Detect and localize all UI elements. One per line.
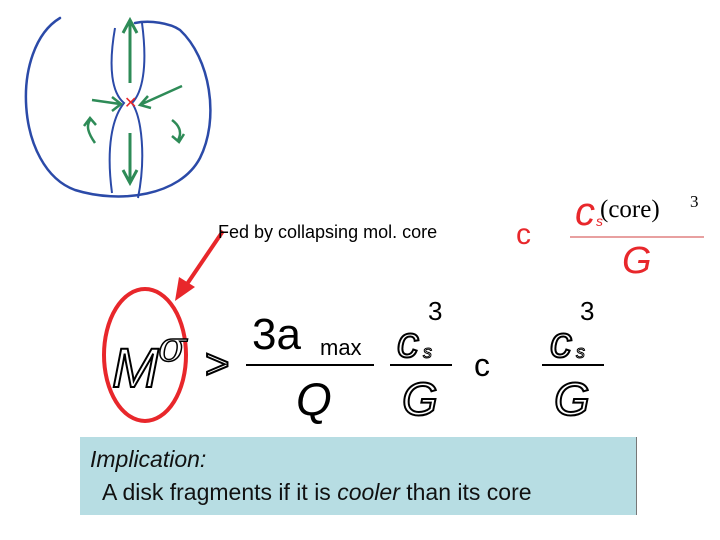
lhs-mass-symbol: M (111, 335, 160, 400)
frac3-bar (542, 364, 604, 366)
top-fraction-bar (570, 236, 704, 238)
frac3-exponent: 3 (580, 296, 595, 326)
frac2-subscript: s (423, 342, 433, 363)
outer-envelope (24, 16, 212, 198)
frac3-symbol: c (549, 317, 573, 368)
annotation-label: Fed by collapsing mol. core (218, 222, 438, 242)
left-field-line (108, 27, 126, 194)
frac2-bar (390, 364, 452, 366)
frac2-symbol: c (396, 317, 420, 368)
top-denominator: G (622, 240, 652, 282)
implication-title: Implication: (90, 446, 207, 472)
frac3-denominator: G (553, 372, 591, 426)
proportional-symbol: c (474, 347, 490, 383)
implication-text-emphasis: cooler (337, 479, 400, 505)
relation-symbol: > (204, 339, 230, 388)
right-field-line (130, 22, 146, 199)
collapse-sketch: ✕ (24, 16, 212, 199)
frac1-numerator: 3a (252, 310, 301, 359)
frac2-denominator: G (401, 372, 439, 426)
top-prefix-symbol: c (516, 218, 531, 251)
top-numerator-subscript: s (596, 213, 603, 229)
implication-box (80, 437, 637, 515)
center-mark-icon: ✕ (124, 93, 137, 112)
arrow-down-icon (121, 133, 139, 187)
top-numerator-core: (core) (600, 196, 660, 223)
red-ellipse-highlight (102, 287, 188, 423)
frac1-denominator: Q (296, 373, 332, 425)
arrow-up-icon (121, 16, 139, 83)
frac2-exponent: 3 (428, 296, 443, 326)
frac1-bar (246, 364, 374, 366)
frac3-subscript: s (576, 342, 586, 363)
top-numerator-symbol: c (575, 190, 595, 234)
implication-text: A disk fragments if it is cooler than it… (102, 479, 532, 506)
arrow-curl-left-icon (83, 116, 97, 144)
arrow-in-right-icon (137, 84, 183, 110)
implication-text-before: A disk fragments if it is (102, 479, 338, 505)
frac1-subscript: max (320, 335, 362, 360)
lhs-sigma-symbol: σ (157, 321, 187, 372)
red-arrow-icon (175, 229, 225, 301)
arrow-in-left-icon (91, 96, 124, 112)
implication-text-after: than its core (399, 479, 532, 505)
arrow-curl-right-icon (171, 119, 186, 144)
top-exponent: 3 (690, 192, 699, 211)
